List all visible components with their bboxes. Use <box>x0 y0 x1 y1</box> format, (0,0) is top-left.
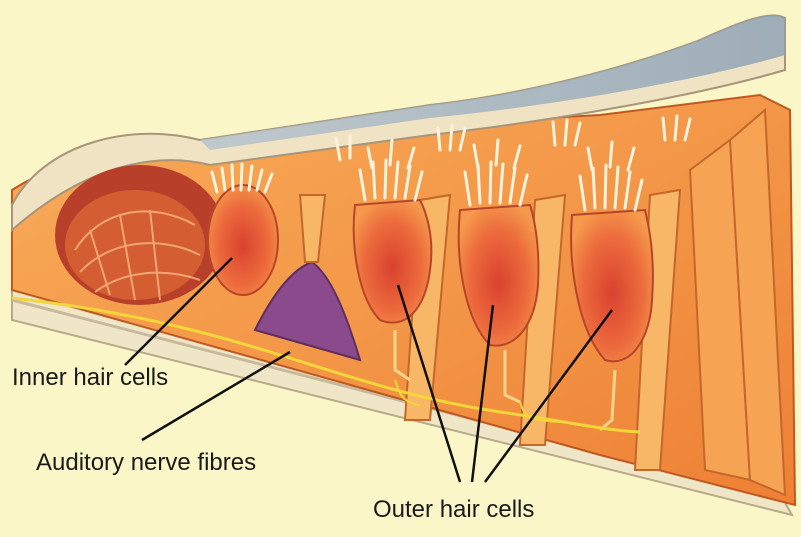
auditory-nerve-fibres-label: Auditory nerve fibres <box>36 451 256 475</box>
inner-hair-cells-label: Inner hair cells <box>12 366 168 390</box>
inner-hair-cell-body <box>208 185 278 295</box>
outer-hair-cells-label: Outer hair cells <box>373 498 534 522</box>
